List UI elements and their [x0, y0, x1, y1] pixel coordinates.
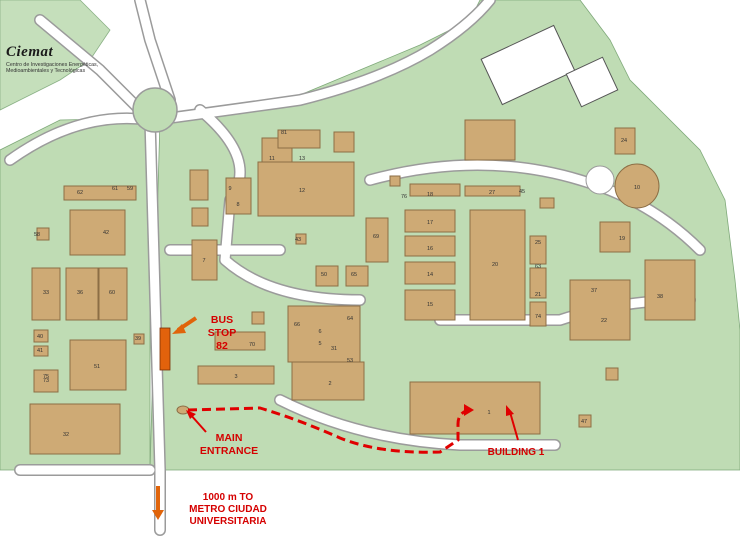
svg-text:39: 39 — [135, 336, 141, 342]
svg-text:62: 62 — [77, 190, 83, 196]
svg-text:40: 40 — [37, 334, 43, 340]
metro-label: 1000 m TO METRO CIUDAD UNIVERSITARIA — [160, 492, 296, 528]
bus-stop-line-1: BUS — [210, 314, 234, 326]
metro-line-2: METRO CIUDAD — [189, 504, 267, 515]
svg-text:21: 21 — [535, 292, 541, 298]
main-entrance-line-2: ENTRANCE — [199, 445, 259, 457]
svg-text:31: 31 — [331, 346, 337, 352]
svg-text:43: 43 — [295, 237, 301, 243]
svg-text:25: 25 — [535, 240, 541, 246]
metro-line-3: UNIVERSITARIA — [189, 516, 267, 527]
svg-text:63: 63 — [535, 264, 541, 270]
svg-text:17: 17 — [427, 220, 433, 226]
bus-stop-line-2: STOP — [207, 327, 237, 339]
svg-text:37: 37 — [591, 288, 597, 294]
ciemat-logo: Ciemat Centro de Investigaciones Energét… — [6, 44, 126, 74]
svg-text:2: 2 — [328, 381, 331, 387]
svg-text:64: 64 — [347, 316, 353, 322]
svg-text:18: 18 — [427, 192, 433, 198]
svg-text:36: 36 — [77, 290, 83, 296]
metro-line-1: 1000 m TO — [202, 492, 254, 503]
svg-text:61: 61 — [112, 186, 118, 192]
svg-text:51: 51 — [94, 364, 100, 370]
svg-text:3: 3 — [234, 374, 237, 380]
roundabout — [132, 87, 178, 133]
svg-text:76: 76 — [401, 194, 407, 200]
svg-text:19: 19 — [619, 236, 625, 242]
svg-text:47: 47 — [581, 419, 587, 425]
svg-text:69: 69 — [373, 234, 379, 240]
svg-text:74: 74 — [535, 314, 541, 320]
svg-text:70: 70 — [249, 342, 255, 348]
svg-text:9: 9 — [228, 186, 231, 192]
svg-text:41: 41 — [37, 348, 43, 354]
svg-text:24: 24 — [621, 138, 627, 144]
svg-text:33: 33 — [43, 290, 49, 296]
main-entrance-label: MAIN ENTRANCE — [196, 432, 262, 458]
svg-text:42: 42 — [103, 230, 109, 236]
svg-text:50: 50 — [321, 272, 327, 278]
entrance-arrow — [189, 413, 207, 433]
svg-text:58: 58 — [34, 232, 40, 238]
svg-text:59: 59 — [127, 186, 133, 192]
svg-text:5: 5 — [318, 341, 321, 347]
svg-text:12: 12 — [299, 188, 305, 194]
svg-text:81: 81 — [281, 130, 287, 136]
svg-text:11: 11 — [269, 156, 275, 162]
svg-text:10: 10 — [634, 185, 640, 191]
svg-text:14: 14 — [427, 272, 433, 278]
bus-stop-label: BUS STOP 82 — [196, 314, 248, 353]
svg-text:15: 15 — [427, 302, 433, 308]
svg-text:16: 16 — [427, 246, 433, 252]
svg-text:22: 22 — [601, 318, 607, 324]
route-path — [187, 406, 471, 454]
svg-text:8: 8 — [236, 202, 239, 208]
bus-stop-marker — [159, 327, 171, 371]
building-10-dome — [614, 163, 660, 209]
svg-text:13: 13 — [299, 156, 305, 162]
svg-text:6: 6 — [318, 329, 321, 335]
bus-stop-line-3: 82 — [216, 340, 228, 352]
svg-text:1: 1 — [487, 410, 490, 416]
building-1-arrow — [509, 411, 519, 441]
svg-text:45: 45 — [519, 189, 525, 195]
logo-name: Ciemat — [6, 44, 54, 60]
buildings — [29, 119, 696, 455]
svg-text:32: 32 — [63, 432, 69, 438]
building-numbers: 1 2 3 5 6 7 8 9 10 11 12 13 14 15 16 17 … — [34, 130, 663, 438]
svg-text:75: 75 — [43, 374, 49, 380]
svg-text:65: 65 — [351, 272, 357, 278]
svg-text:73: 73 — [43, 378, 49, 384]
entrance-marker — [176, 405, 190, 415]
svg-text:20: 20 — [492, 262, 498, 268]
svg-text:38: 38 — [657, 294, 663, 300]
svg-text:27: 27 — [489, 190, 495, 196]
logo-subtitle: Centro de Investigaciones Energéticas, M… — [6, 62, 99, 75]
svg-text:53: 53 — [347, 358, 353, 364]
main-entrance-line-1: MAIN — [215, 432, 243, 444]
svg-text:7: 7 — [202, 258, 205, 264]
svg-text:60: 60 — [109, 290, 115, 296]
sports-fields — [480, 24, 619, 108]
svg-text:66: 66 — [294, 322, 300, 328]
building-1-label: BUILDING 1 — [487, 447, 545, 458]
